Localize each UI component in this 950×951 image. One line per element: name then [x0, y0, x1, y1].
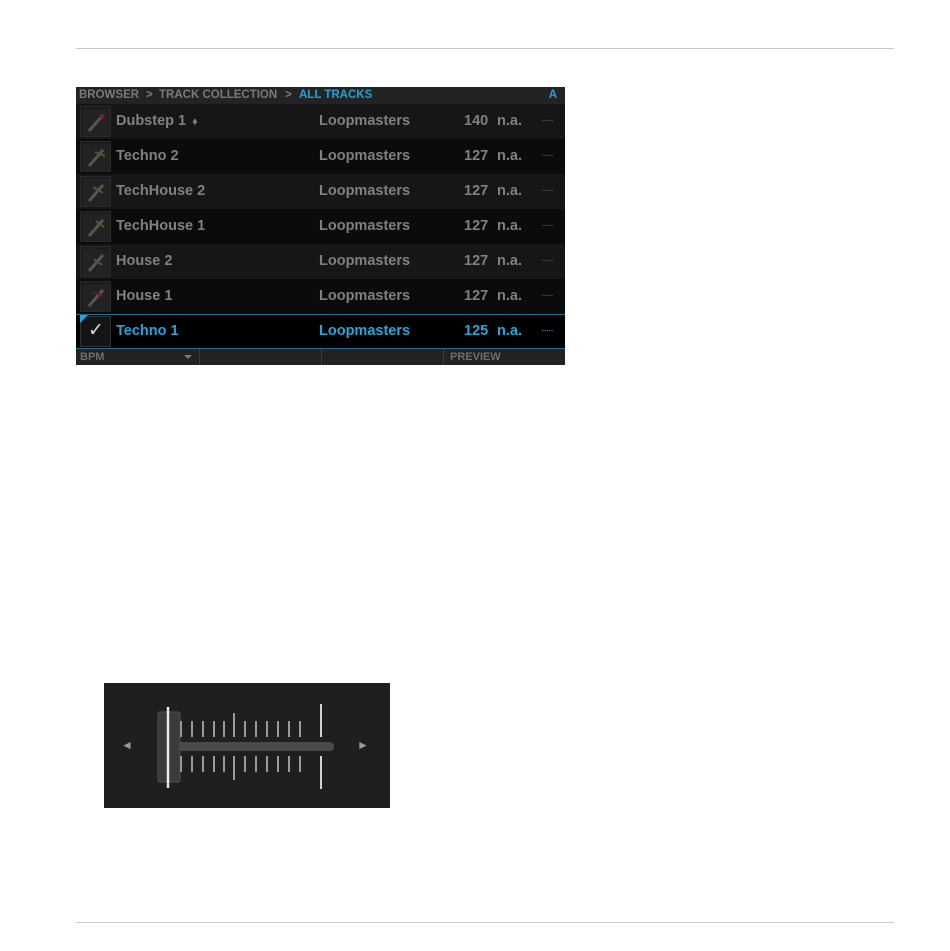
- track-row[interactable]: Techno 2 Loopmasters 127 n.a. ·····: [76, 139, 565, 174]
- sort-selector[interactable]: BPM: [76, 349, 199, 365]
- crossfader-panel: ◄ ►: [104, 683, 390, 808]
- track-title: Techno 2: [116, 148, 179, 164]
- track-key: n.a.: [497, 218, 522, 234]
- preview-label: PREVIEW: [450, 351, 501, 363]
- track-browser-panel: BROWSER > TRACK COLLECTION > ALL TRACKS …: [76, 87, 565, 365]
- track-artist: Loopmasters: [319, 113, 411, 129]
- top-divider: [76, 48, 894, 49]
- breadcrumb: BROWSER > TRACK COLLECTION > ALL TRACKS …: [76, 87, 565, 104]
- track-artist: Loopmasters: [319, 253, 411, 269]
- track-artist: Loopmasters: [319, 323, 411, 339]
- breadcrumb-browser[interactable]: BROWSER: [79, 89, 140, 101]
- preview-button[interactable]: PREVIEW: [443, 349, 565, 365]
- track-list: Dubstep 1♦ Loopmasters 140 n.a. ····· Te…: [76, 104, 565, 349]
- track-bpm: 127: [464, 288, 489, 304]
- track-bpm: 125: [464, 323, 489, 339]
- track-title: TechHouse 2: [116, 183, 206, 199]
- cover-art-icon: [80, 211, 111, 242]
- sort-label: BPM: [80, 351, 105, 363]
- track-title: Dubstep 1♦: [116, 113, 198, 129]
- cover-art-icon: [80, 106, 111, 137]
- track-artist: Loopmasters: [319, 288, 411, 304]
- breadcrumb-track-collection[interactable]: TRACK COLLECTION: [159, 89, 278, 101]
- left-arrow-icon[interactable]: ◄: [121, 738, 133, 752]
- track-bpm: 127: [464, 218, 489, 234]
- track-bpm: 127: [464, 183, 489, 199]
- track-artist: Loopmasters: [319, 148, 411, 164]
- fader-ticks: [180, 704, 322, 789]
- cover-art-icon: [80, 141, 111, 172]
- track-row[interactable]: House 1 Loopmasters 127 n.a. ·····: [76, 279, 565, 314]
- track-bpm: 127: [464, 253, 489, 269]
- track-key: n.a.: [497, 323, 522, 339]
- track-title: Techno 1: [116, 323, 179, 339]
- cover-art-icon: [80, 176, 111, 207]
- track-key: n.a.: [497, 253, 522, 269]
- track-rating[interactable]: ·····: [541, 185, 554, 196]
- cover-art-icon: [80, 281, 111, 312]
- track-key: n.a.: [497, 148, 522, 164]
- breadcrumb-separator: >: [146, 89, 153, 101]
- right-arrow-icon[interactable]: ►: [357, 738, 369, 752]
- breadcrumb-separator: >: [285, 89, 292, 101]
- bottom-divider: [76, 922, 894, 923]
- track-rating[interactable]: ·····: [541, 290, 554, 301]
- track-key: n.a.: [497, 183, 522, 199]
- track-row-selected[interactable]: ✓ Techno 1 Loopmasters 125 n.a. ·····: [76, 314, 565, 349]
- track-key: n.a.: [497, 288, 522, 304]
- track-rating[interactable]: ·····: [541, 325, 554, 336]
- track-row[interactable]: Dubstep 1♦ Loopmasters 140 n.a. ·····: [76, 104, 565, 139]
- track-title: House 2: [116, 253, 173, 269]
- track-rating[interactable]: ·····: [541, 150, 554, 161]
- checkmark-icon: ✓: [88, 320, 104, 341]
- footer-slot-3[interactable]: [321, 349, 443, 365]
- browser-footer: BPM PREVIEW: [76, 349, 565, 365]
- cover-art-icon: [80, 246, 111, 277]
- footer-slot-2[interactable]: [199, 349, 321, 365]
- track-rating[interactable]: ·····: [541, 255, 554, 266]
- deck-indicator: A: [548, 89, 557, 101]
- track-rating[interactable]: ·····: [541, 115, 554, 126]
- selection-corner-marker: [80, 315, 88, 323]
- flag-icon: ♦: [192, 116, 198, 128]
- fader-scale: [157, 704, 334, 789]
- track-rating[interactable]: ·····: [541, 220, 554, 231]
- breadcrumb-all-tracks[interactable]: ALL TRACKS: [299, 89, 373, 101]
- track-title: TechHouse 1: [116, 218, 206, 234]
- chevron-down-icon: [184, 355, 192, 359]
- track-title: House 1: [116, 288, 173, 304]
- track-bpm: 140: [464, 113, 489, 129]
- track-row[interactable]: House 2 Loopmasters 127 n.a. ·····: [76, 244, 565, 279]
- track-key: n.a.: [497, 113, 522, 129]
- fader-knob[interactable]: [157, 707, 181, 788]
- track-artist: Loopmasters: [319, 183, 411, 199]
- track-bpm: 127: [464, 148, 489, 164]
- track-row[interactable]: TechHouse 1 Loopmasters 127 n.a. ·····: [76, 209, 565, 244]
- track-artist: Loopmasters: [319, 218, 411, 234]
- track-row[interactable]: TechHouse 2 Loopmasters 127 n.a. ·····: [76, 174, 565, 209]
- fader-track: [164, 742, 334, 751]
